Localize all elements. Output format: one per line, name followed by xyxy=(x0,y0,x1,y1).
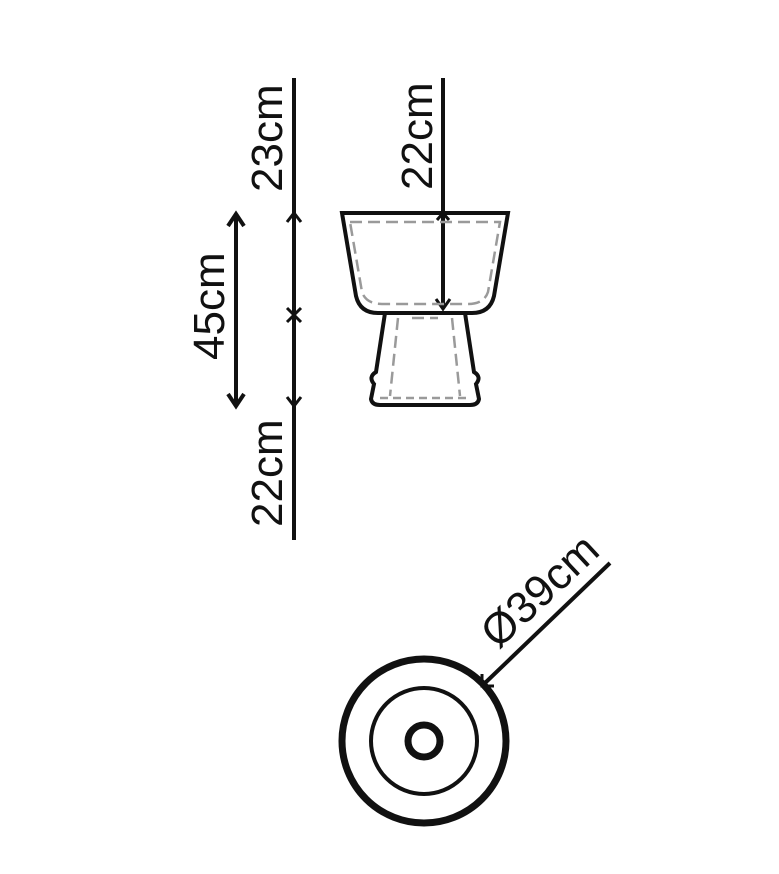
height-arrow xyxy=(226,210,246,410)
product-side-view xyxy=(339,211,511,407)
top-clearance-label: 23cm xyxy=(243,84,292,192)
product-top-view xyxy=(338,655,510,827)
bottom-clearance-label: 22cm xyxy=(243,419,292,527)
diameter-leader xyxy=(480,561,612,688)
product-height-label: 45cm xyxy=(185,252,234,360)
inner-depth-label: 22cm xyxy=(393,82,442,190)
vertical-measure-line xyxy=(285,78,303,540)
diameter-label: Ø39cm xyxy=(471,525,608,658)
